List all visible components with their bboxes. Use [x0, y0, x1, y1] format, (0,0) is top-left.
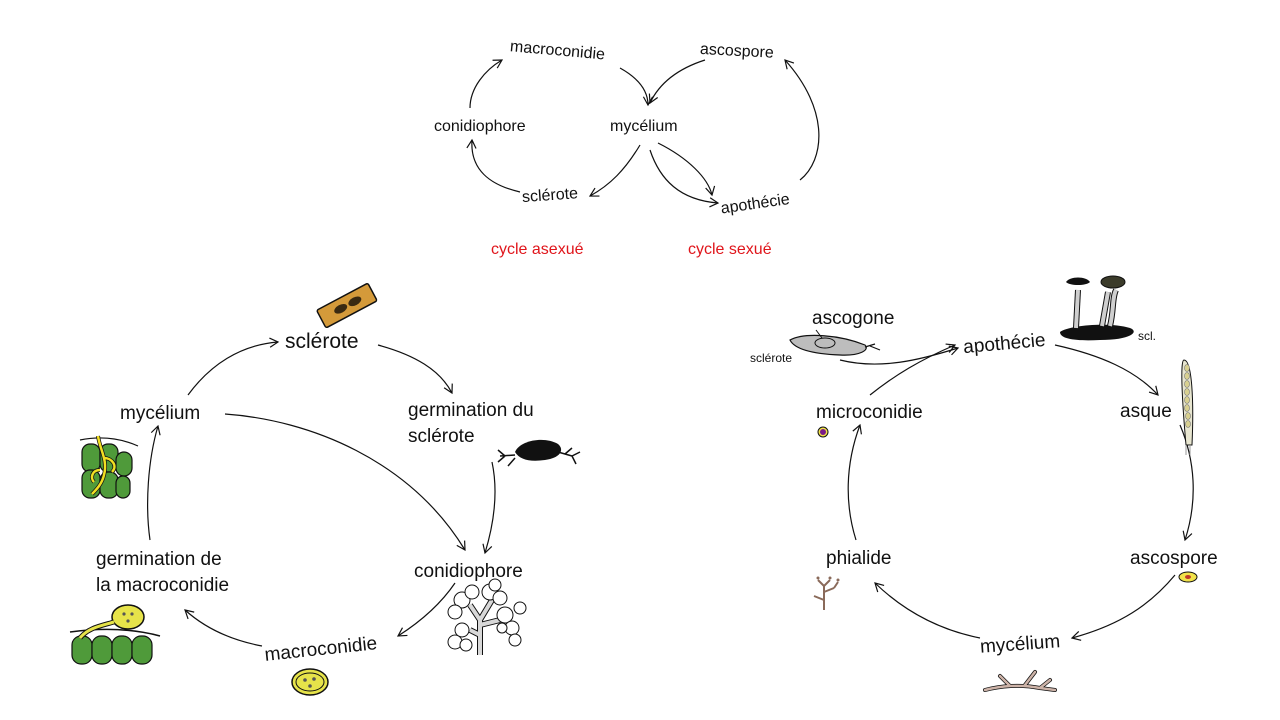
- top-mycelium-label: mycélium: [610, 118, 678, 135]
- sexual-microconidie-label: microconidie: [816, 402, 923, 423]
- asexual-germination-sclerote-line2: sclérote: [408, 426, 475, 447]
- mycelium-in-cells-illustration: [79, 435, 139, 499]
- arrow-mycelium-to-apothecie-2: [657, 142, 716, 197]
- germinating-sclerote-illustration: [497, 439, 581, 467]
- arrow-sclerote-to-apothecie: [839, 345, 960, 365]
- asexual-conidiophore-label: conidiophore: [414, 561, 523, 582]
- arrow-mycelium-to-phialide: [874, 582, 981, 639]
- arrow-apothecie-to-ascospore: [784, 59, 820, 181]
- arrow-ascospore-to-mycelium: [648, 59, 706, 105]
- ascus-illustration: [1181, 359, 1194, 455]
- sexual-asque-label: asque: [1120, 401, 1172, 422]
- sexual-ascogone-label: ascogone: [812, 308, 894, 329]
- sexual-mycelium-illustration: [983, 670, 1057, 692]
- legend-sexual: cycle sexué: [688, 241, 772, 258]
- ascogone-illustration: [789, 329, 881, 356]
- asexual-cycle: sclérote germination du sclérote conidio…: [69, 283, 581, 696]
- apothecia-illustration: [1060, 275, 1134, 341]
- arrow-mycelium-to-conidiophore: [224, 413, 466, 552]
- arrow-phialide-to-microconidie: [847, 423, 862, 541]
- microconidie-illustration: [817, 426, 829, 438]
- arrow-conidiophore-to-macroconidie: [396, 582, 456, 637]
- arrow-mycelium-to-sclerote: [588, 144, 641, 197]
- legend-asexual: cycle asexué: [491, 241, 584, 258]
- arrow-conidiophore-to-macroconidie: [469, 59, 504, 109]
- arrow-macroconidie-to-germination: [184, 609, 263, 647]
- arrow-sclerote-to-germination: [377, 344, 453, 395]
- sexual-mycelium-label: mycélium: [979, 631, 1061, 658]
- sexual-scl-label: scl.: [1138, 329, 1156, 343]
- ascospore-illustration: [1178, 571, 1198, 583]
- top-cycle: mycélium macroconidie conidiophore sclér…: [434, 38, 820, 258]
- sexual-cycle: apothécie scl. asque ascospore mycélium …: [750, 275, 1218, 692]
- arrow-mycelium-to-sclerote: [187, 337, 280, 396]
- top-ascospore-label: ascospore: [700, 41, 775, 62]
- top-macroconidie-label: macroconidie: [509, 38, 605, 63]
- arrow-asque-to-ascospore: [1179, 424, 1194, 542]
- asexual-sclerote-label: sclérote: [285, 330, 359, 353]
- sexual-apothecie-label: apothécie: [962, 330, 1046, 358]
- arrow-microconidie-to-apothecie: [869, 343, 957, 396]
- arrow-apothecie-to-asque: [1054, 344, 1159, 396]
- germinating-macroconidie-illustration: [69, 604, 161, 665]
- arrow-germination-to-mycelium: [147, 424, 161, 541]
- arrow-mycelium-to-apothecie-1: [649, 149, 720, 208]
- arrow-sclerote-to-conidiophore: [466, 138, 521, 193]
- top-apothecie-label: apothécie: [720, 191, 791, 218]
- macroconidie-spore-illustration: [291, 668, 329, 696]
- sexual-sclerote-label: sclérote: [750, 351, 792, 365]
- top-conidiophore-label: conidiophore: [434, 118, 526, 135]
- sexual-phialide-label: phialide: [826, 548, 892, 569]
- asexual-germination-macro-line1: germination de: [96, 549, 222, 570]
- top-sclerote-label: sclérote: [522, 185, 579, 206]
- arrow-macroconidie-to-mycelium: [619, 67, 654, 107]
- asexual-macroconidie-label: macroconidie: [264, 633, 379, 666]
- sclerote-illustration: [316, 283, 378, 329]
- conidiophore-illustration: [447, 578, 527, 655]
- arrow-ascospore-to-mycelium: [1070, 574, 1176, 641]
- sexual-ascospore-label: ascospore: [1130, 548, 1218, 569]
- arrow-germination-to-conidiophore: [482, 461, 496, 555]
- asexual-germination-macro-line2: la macroconidie: [96, 575, 229, 596]
- asexual-mycelium-label: mycélium: [120, 403, 200, 424]
- phialide-illustration: [813, 576, 840, 610]
- asexual-germination-sclerote-line1: germination du: [408, 400, 534, 421]
